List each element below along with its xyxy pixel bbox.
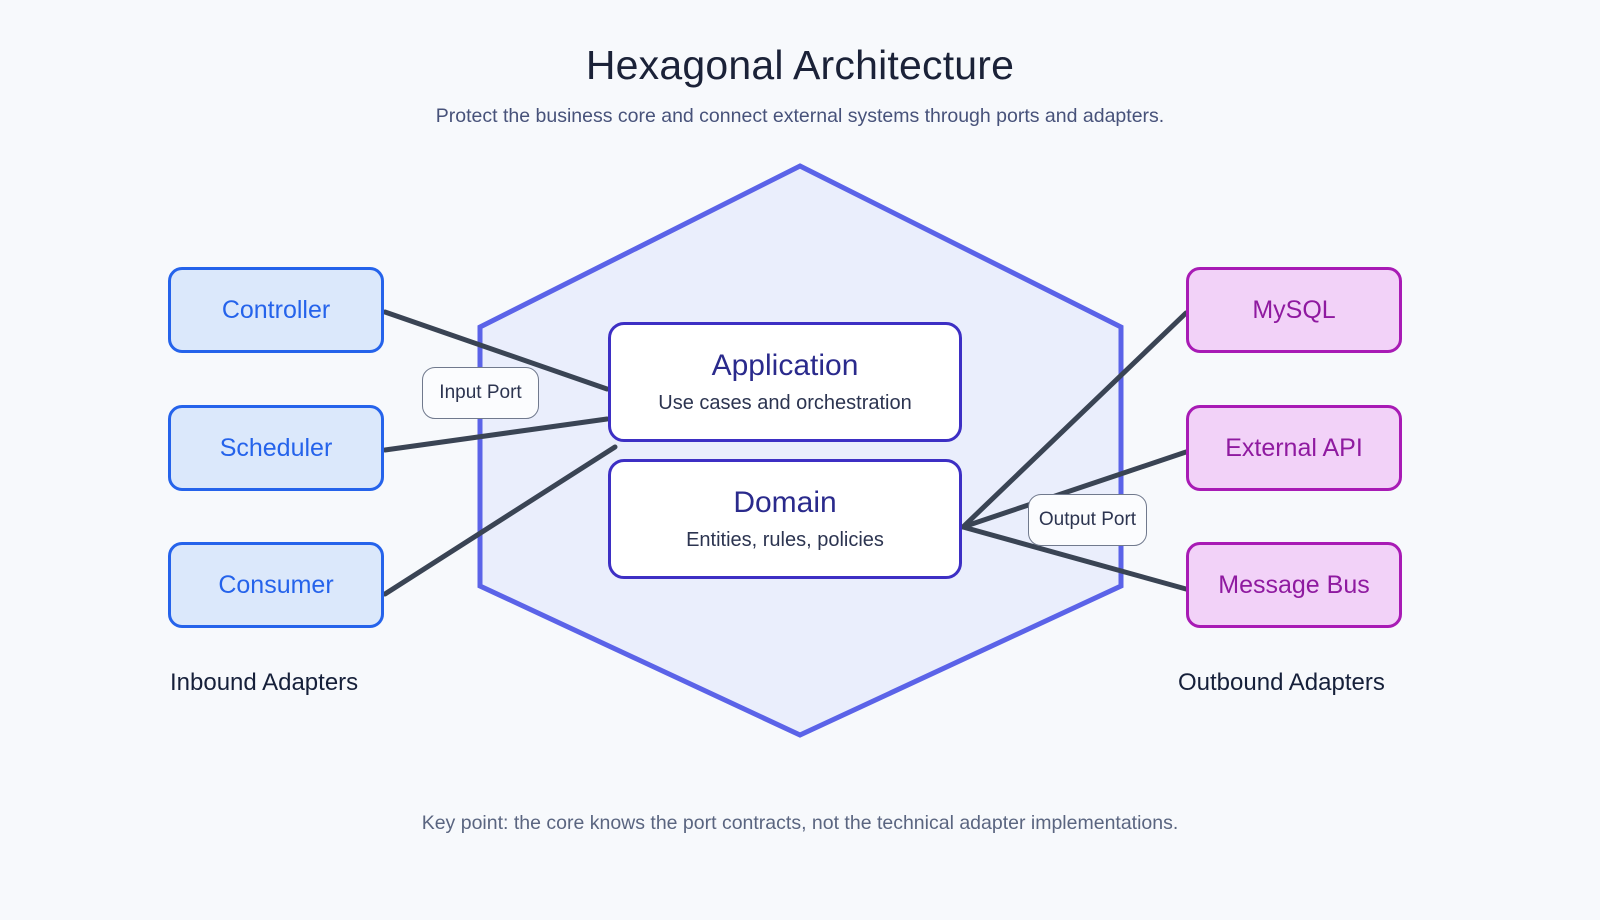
outbound-adapter-label: Message Bus xyxy=(1218,570,1370,599)
inbound-adapters-caption: Inbound Adapters xyxy=(170,669,359,696)
outbound-adapter-mysql[interactable]: MySQL xyxy=(1186,267,1402,353)
inbound-adapter-controller[interactable]: Controller xyxy=(168,267,384,353)
inbound-adapter-label: Consumer xyxy=(218,570,334,599)
inbound-adapter-consumer[interactable]: Consumer xyxy=(168,542,384,628)
outbound-adapter-message-bus[interactable]: Message Bus xyxy=(1186,542,1402,628)
output-port-badge[interactable]: Output Port xyxy=(1028,494,1147,546)
inbound-adapter-label: Controller xyxy=(221,295,331,324)
outbound-adapter-label: External API xyxy=(1225,433,1363,462)
outbound-adapter-external-api[interactable]: External API xyxy=(1186,405,1402,491)
edge-consumer-to-application xyxy=(382,444,618,597)
page-title: Hexagonal Architecture xyxy=(585,42,1015,88)
core-layer-application[interactable]: Application Use cases and orchestration xyxy=(608,322,962,442)
input-port-badge[interactable]: Input Port xyxy=(422,367,539,419)
inbound-adapter-label: Scheduler xyxy=(219,433,333,462)
key-point-note: Key point: the core knows the port contr… xyxy=(421,812,1179,834)
inbound-adapter-scheduler[interactable]: Scheduler xyxy=(168,405,384,491)
core-layer-subtitle: Use cases and orchestration xyxy=(658,391,912,414)
output-port-label: Output Port xyxy=(1038,509,1137,530)
core-layer-title: Domain xyxy=(733,486,837,520)
core-layer-domain[interactable]: Domain Entities, rules, policies xyxy=(608,459,962,579)
core-layer-title: Application xyxy=(711,349,859,383)
hexagon-core-shape xyxy=(477,163,1124,738)
page-subtitle: Protect the business core and connect ex… xyxy=(435,105,1165,127)
core-layer-subtitle: Entities, rules, policies xyxy=(686,528,884,551)
outbound-adapters-caption: Outbound Adapters xyxy=(1178,669,1385,696)
edge-scheduler-to-application xyxy=(382,416,610,453)
input-port-label: Input Port xyxy=(439,382,522,403)
outbound-adapter-label: MySQL xyxy=(1252,295,1336,324)
